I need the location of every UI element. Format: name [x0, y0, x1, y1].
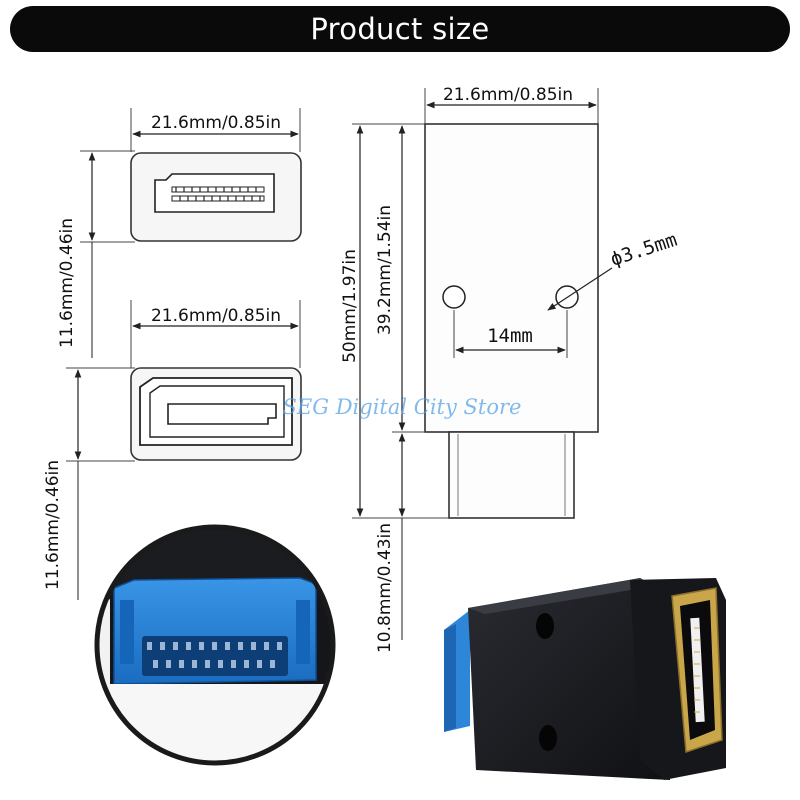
hole-diameter-label: ϕ3.5mm [608, 229, 680, 271]
top-displayport-socket [154, 173, 275, 213]
connector-closeup [94, 524, 336, 766]
photo-screw-hole-bottom [539, 725, 557, 751]
page-title: Product size [310, 12, 490, 46]
adapter-plug-outline [448, 431, 575, 519]
closeup-circle-border [94, 524, 336, 766]
photo-screw-hole-top [536, 613, 554, 639]
adapter-body-photo [468, 578, 670, 780]
mounting-hole-left [442, 285, 466, 309]
adapter-body-outline [424, 123, 599, 433]
top-port-height-label: 11.6mm/0.46in [57, 218, 77, 348]
top-port-view: 21.6mm/0.85in 11.6mm/0.46in [57, 108, 302, 358]
body-length-label: 39.2mm/1.54in [375, 205, 395, 335]
bottom-port-view: 21.6mm/0.85in 11.6mm/0.46in [43, 300, 302, 600]
bottom-port-height-label: 11.6mm/0.46in [43, 460, 63, 590]
plug-length-label: 10.8mm/0.43in [375, 523, 395, 653]
bottom-port-width-label: 21.6mm/0.85in [151, 306, 281, 326]
side-width-label: 21.6mm/0.85in [443, 85, 573, 105]
total-length-label: 50mm/1.97in [340, 249, 360, 363]
title-banner: Product size [10, 6, 790, 52]
store-watermark: SEG Digital City Store [283, 395, 522, 419]
side-view: 21.6mm/0.85in ϕ3.5mm 14mm 50mm/1.97in 39… [340, 85, 680, 653]
hole-diameter-leader [547, 267, 613, 311]
top-port-width-label: 21.6mm/0.85in [151, 113, 281, 133]
product-photo [444, 578, 726, 780]
hole-spacing-label: 14mm [487, 325, 533, 347]
